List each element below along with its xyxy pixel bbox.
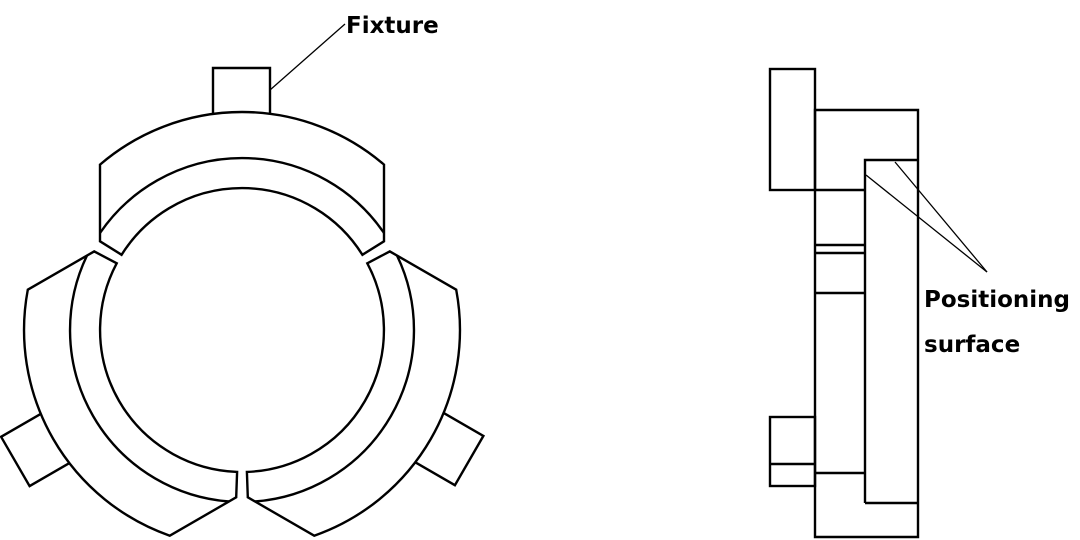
positioning-leader-line-1 [865,174,988,273]
fixture-leader-line [269,23,346,91]
positioning-label-line2: surface [924,332,1020,358]
clamp-block-outline [22,250,239,538]
fixture-label: Fixture [346,13,439,39]
bottom-fixture-block [768,415,817,488]
clamp-body-outline [813,108,920,539]
clamp-inner-ring-arc [99,156,385,234]
clamp-inner-ring-arc [68,254,230,503]
front-view [0,66,486,538]
clamp-block-outline [98,110,386,257]
fixture-tab [211,66,272,114]
clamp-block-outline [245,250,462,538]
top-fixture-block [768,67,817,192]
clamp-segment-lower-right [245,250,486,538]
clamp-inner-ring-arc [254,254,416,503]
fixture-tab [414,411,486,487]
fixture-tab [0,412,71,488]
clamp-segment-top [98,66,386,257]
clamp-segment-lower-left [0,250,239,538]
workpiece-outline [863,158,918,503]
positioning-label-line1: Positioning [924,287,1070,313]
side-view [768,67,920,539]
positioning-leader-line-2 [894,161,988,273]
